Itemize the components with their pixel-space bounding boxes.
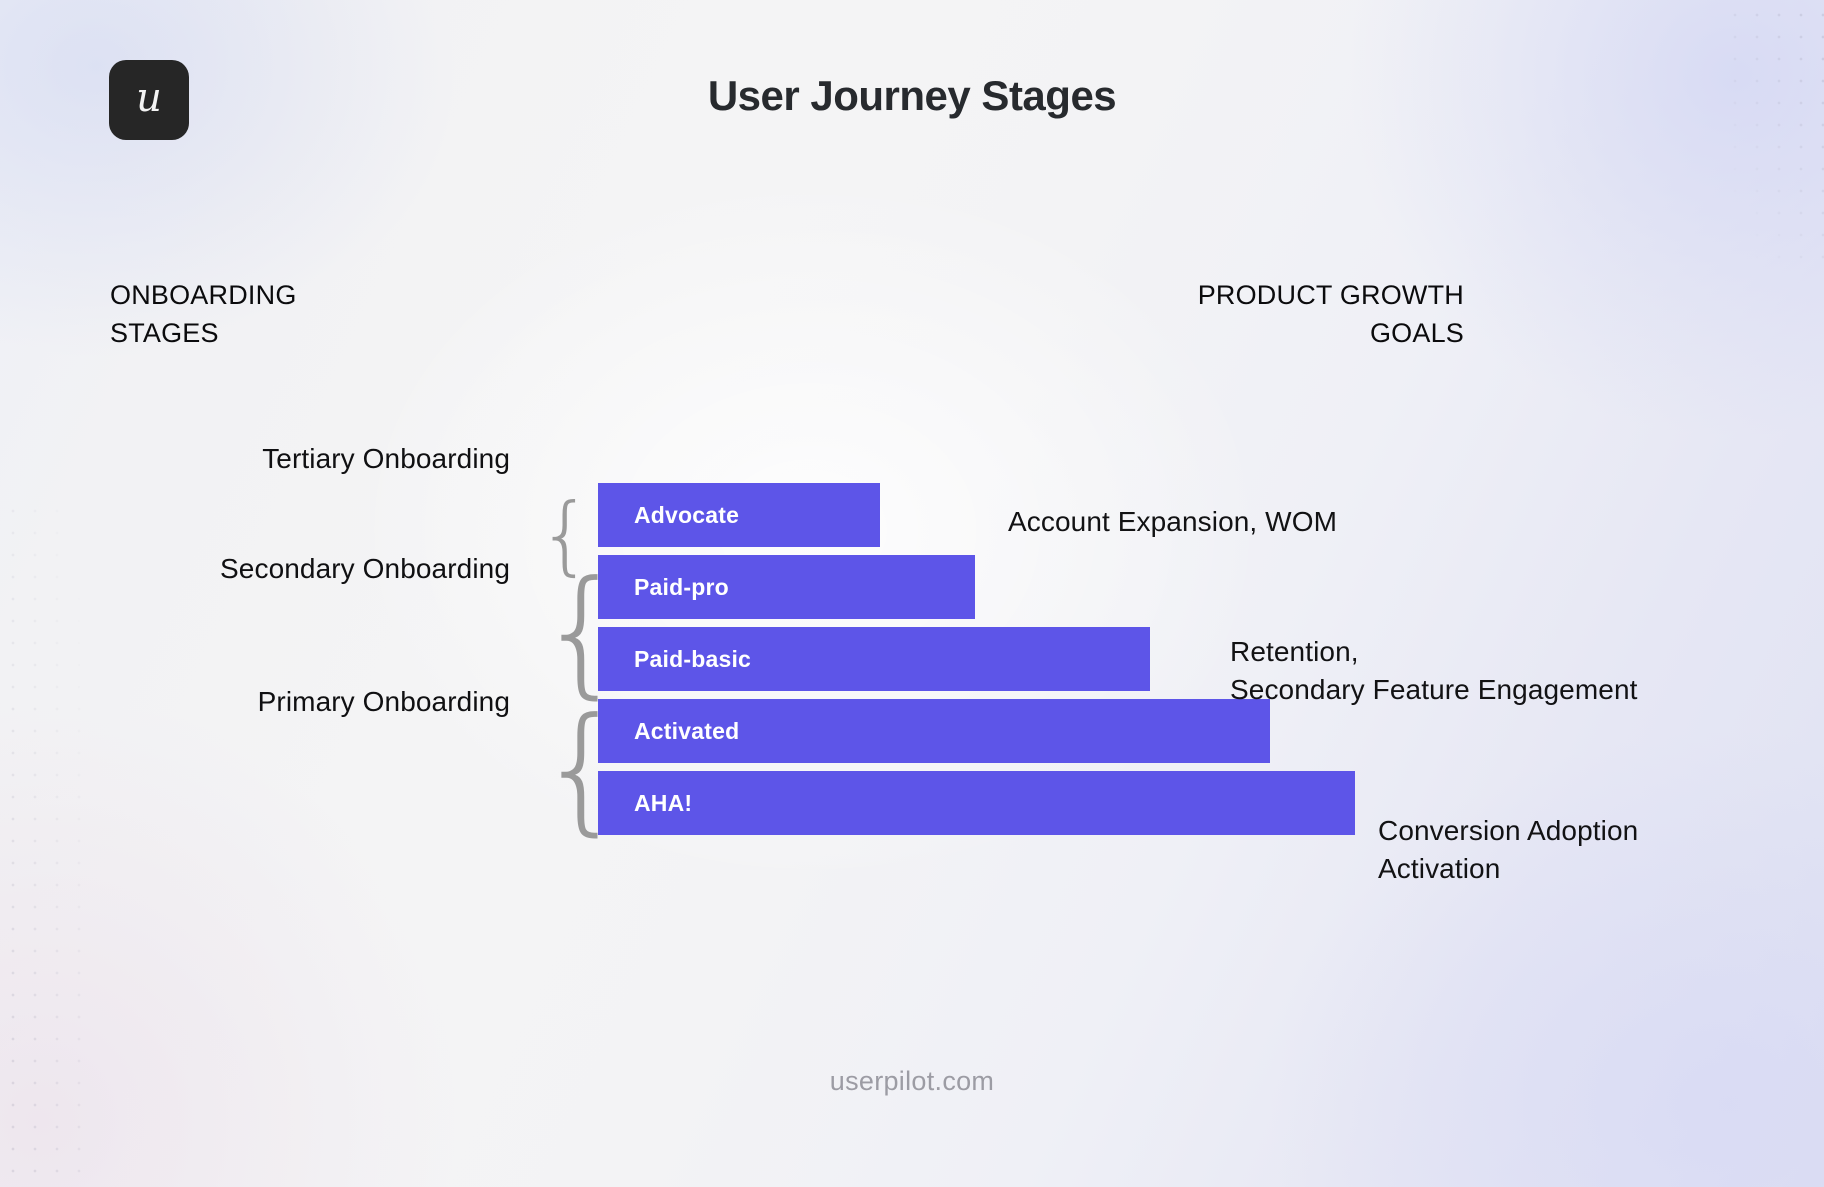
bar-label-activated: Activated [634,717,740,744]
stage-label-primary: Primary Onboarding [257,686,510,717]
goal-primary-line1: Conversion Adoption [1378,815,1639,846]
bar-paid-basic[interactable]: Paid-basic [598,627,1150,691]
dot-pattern-top-right [1724,4,1824,264]
stage-label-secondary: Secondary Onboarding [220,553,510,584]
column-heading-onboarding-stages: ONBOARDING STAGES [110,276,530,353]
bar-label-paid-pro: Paid-pro [634,573,729,600]
goal-text-tertiary: Account Expansion, WOM [1008,503,1337,541]
column-heading-product-growth-goals: PRODUCT GROWTH GOALS [904,276,1464,353]
brace-icon-tertiary: { [538,485,593,585]
bar-aha[interactable]: AHA! [598,771,1355,835]
bar-activated[interactable]: Activated [598,699,1270,763]
page-title: User Journey Stages [707,72,1117,119]
column-heading-right-line2: GOALS [1369,318,1464,349]
bar-advocate[interactable]: Advocate [598,483,880,547]
logo-u-icon: u [136,75,162,121]
goal-text-secondary: Retention, Secondary Feature Engagement [1230,633,1638,710]
bar-paid-pro[interactable]: Paid-pro [598,555,975,619]
goal-secondary-line2: Secondary Feature Engagement [1230,674,1638,706]
column-heading-left-line2: STAGES [110,318,219,349]
watermark: userpilot.com [829,1066,995,1096]
bar-label-aha: AHA! [634,789,693,816]
column-heading-left-line1: ONBOARDING [110,280,297,310]
column-heading-right-line1: PRODUCT GROWTH [1197,280,1464,310]
funnel-bar-group: Advocate Paid-pro Paid-basic Activated A… [598,483,1355,843]
bar-label-paid-basic: Paid-basic [634,645,752,672]
goal-text-primary: Conversion Adoption Activation [1378,812,1638,889]
goal-secondary-line1: Retention, [1230,636,1359,667]
userpilot-logo: u [109,60,189,140]
goal-primary-line2: Activation [1378,853,1501,885]
goal-tertiary-line1: Account Expansion, WOM [1008,506,1337,537]
background-tint-bottom-left [0,687,460,1187]
bar-label-advocate: Advocate [634,501,740,528]
background-tint-top-right [1344,0,1824,440]
stage-label-tertiary: Tertiary Onboarding [262,443,510,474]
